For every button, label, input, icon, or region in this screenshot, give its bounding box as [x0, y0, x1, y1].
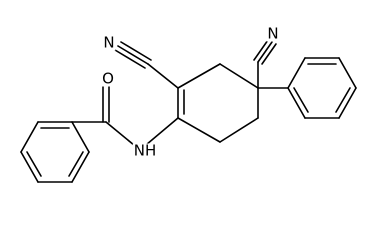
amide-group — [71, 84, 179, 151]
bond — [71, 121, 90, 153]
bond — [219, 63, 259, 89]
bond — [20, 151, 39, 183]
benzoyl-phenyl-ring — [20, 121, 90, 183]
cyclohexene-ring — [177, 63, 259, 143]
triple-bond — [253, 39, 269, 61]
nitrile-right — [253, 39, 277, 89]
nitrile-left — [114, 41, 179, 89]
bond — [338, 87, 357, 119]
triple-bond — [120, 41, 152, 61]
aromatic-inner-bond — [293, 87, 309, 113]
aromatic-inner-bond — [68, 151, 84, 177]
phenyl-ring — [257, 57, 357, 119]
aromatic-inner-bond — [335, 87, 351, 113]
bond — [20, 121, 39, 153]
structure-diagram: O NH N N — [20, 24, 357, 183]
bond — [177, 117, 221, 143]
bond — [287, 57, 306, 89]
atom-label-oxygen: O — [101, 69, 115, 88]
bond — [287, 87, 306, 119]
bond — [177, 63, 221, 89]
triple-bond — [257, 41, 273, 63]
atom-label-nitrile-n-left: N — [102, 33, 116, 52]
bond — [338, 57, 357, 89]
aromatic-inner-bond — [26, 151, 42, 177]
bond — [219, 117, 259, 143]
triple-bond — [114, 49, 146, 69]
atom-label-amide-nh: NH — [132, 141, 158, 160]
bond — [147, 63, 179, 89]
triple-bond — [261, 43, 277, 65]
bond-layer — [20, 39, 357, 183]
atom-label-nitrile-n-right: N — [266, 24, 280, 43]
bond — [71, 151, 90, 183]
triple-bond — [117, 45, 149, 65]
